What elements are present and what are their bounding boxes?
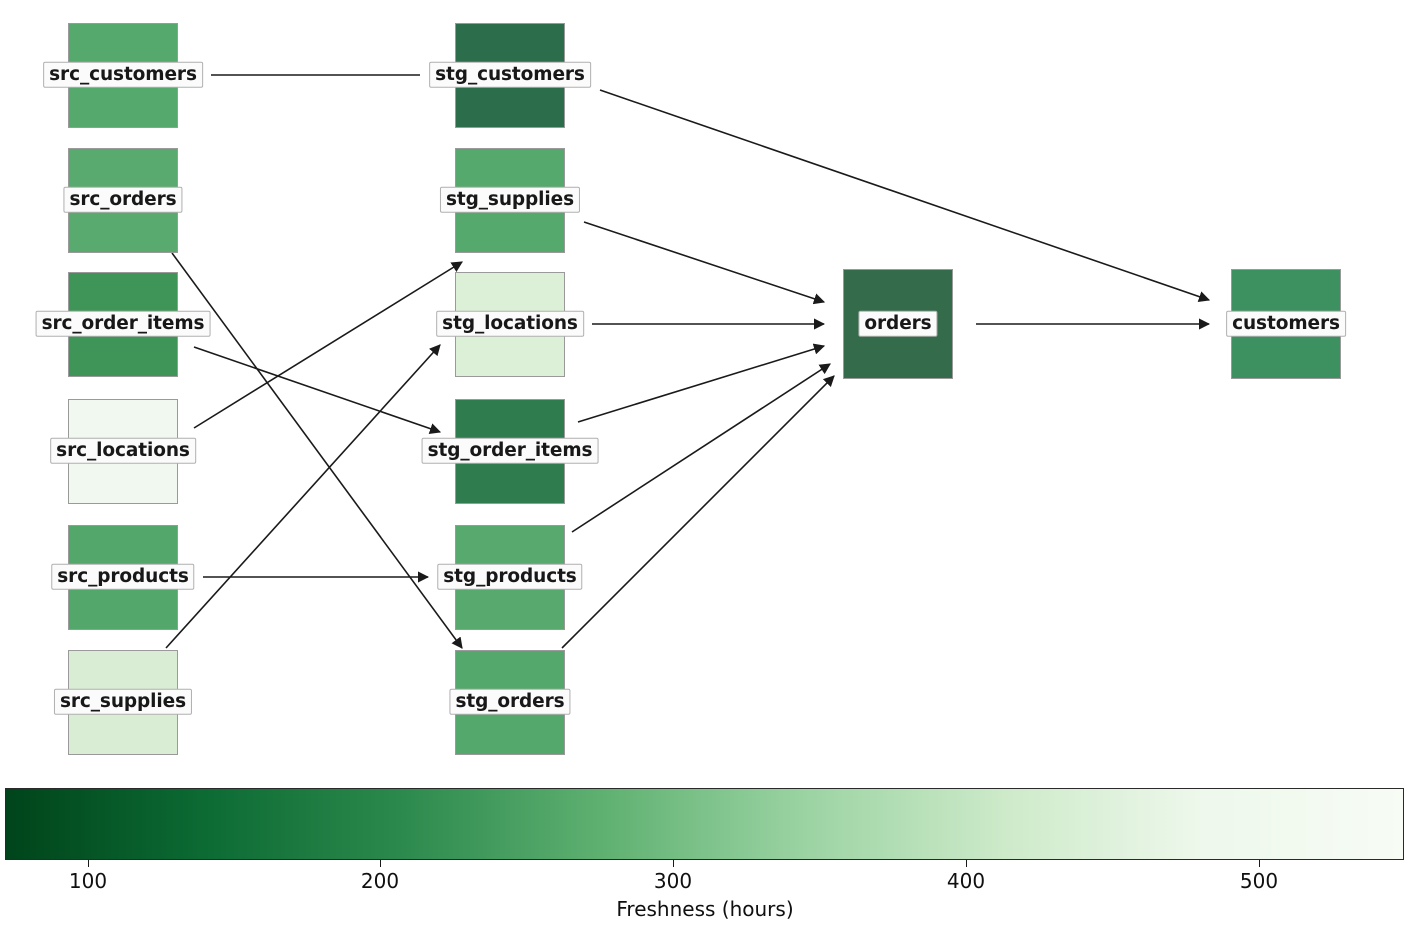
node-label-src_supplies: src_supplies <box>53 688 193 716</box>
node-label-src_order_items: src_order_items <box>35 310 211 338</box>
edge-src_supplies-stg_supplies <box>165 344 441 649</box>
edge-src_locations-stg_locations <box>193 261 463 429</box>
colorbar-tick-mark-0 <box>88 860 89 867</box>
colorbar-tick-label-4: 500 <box>1239 869 1279 893</box>
graph-canvas: src_customers src_orders src_order_items… <box>35 23 1346 755</box>
node-label-src_orders: src_orders <box>63 186 183 214</box>
edge-src_order_items-stg_order_items <box>193 346 442 435</box>
edge-stg_supplies-orders <box>583 221 826 305</box>
colorbar-axis-label: Freshness (hours) <box>616 897 794 921</box>
node-label-src_products: src_products <box>51 563 195 591</box>
node-label-stg_orders: stg_orders <box>449 688 571 716</box>
colorbar-tick-label-0: 100 <box>68 869 108 893</box>
colorbar-tick-mark-1 <box>380 860 381 867</box>
node-label-stg_customers: stg_customers <box>429 61 591 89</box>
node-label-customers: customers <box>1226 310 1346 338</box>
edge-stg_orders-orders <box>561 375 835 649</box>
colorbar-tick-mark-2 <box>673 860 674 867</box>
colorbar-tick-mark-3 <box>966 860 967 867</box>
colorbar-tick-label-1: 200 <box>360 869 400 893</box>
edge-stg_products-orders <box>571 363 831 533</box>
colorbar-tick-label-3: 400 <box>946 869 986 893</box>
edge-layer <box>165 74 1211 649</box>
colorbar: 100 200 300 400 500 Freshness (hours) <box>0 775 1410 926</box>
node-label-src_locations: src_locations <box>50 437 196 465</box>
node-label-stg_locations: stg_locations <box>436 310 584 338</box>
colorbar-tick-mark-4 <box>1259 860 1260 867</box>
node-label-stg_order_items: stg_order_items <box>421 437 599 465</box>
colorbar-gradient <box>5 788 1404 860</box>
node-label-src_customers: src_customers <box>43 61 203 89</box>
node-label-orders: orders <box>858 310 938 338</box>
colorbar-tick-label-2: 300 <box>653 869 693 893</box>
colorbar-ticks: 100 200 300 400 500 <box>0 860 1410 900</box>
edge-stg_order_items-orders <box>577 343 826 423</box>
node-label-stg_supplies: stg_supplies <box>439 186 581 214</box>
edge-src_orders-stg_orders <box>171 252 463 649</box>
node-label-stg_products: stg_products <box>437 563 583 591</box>
